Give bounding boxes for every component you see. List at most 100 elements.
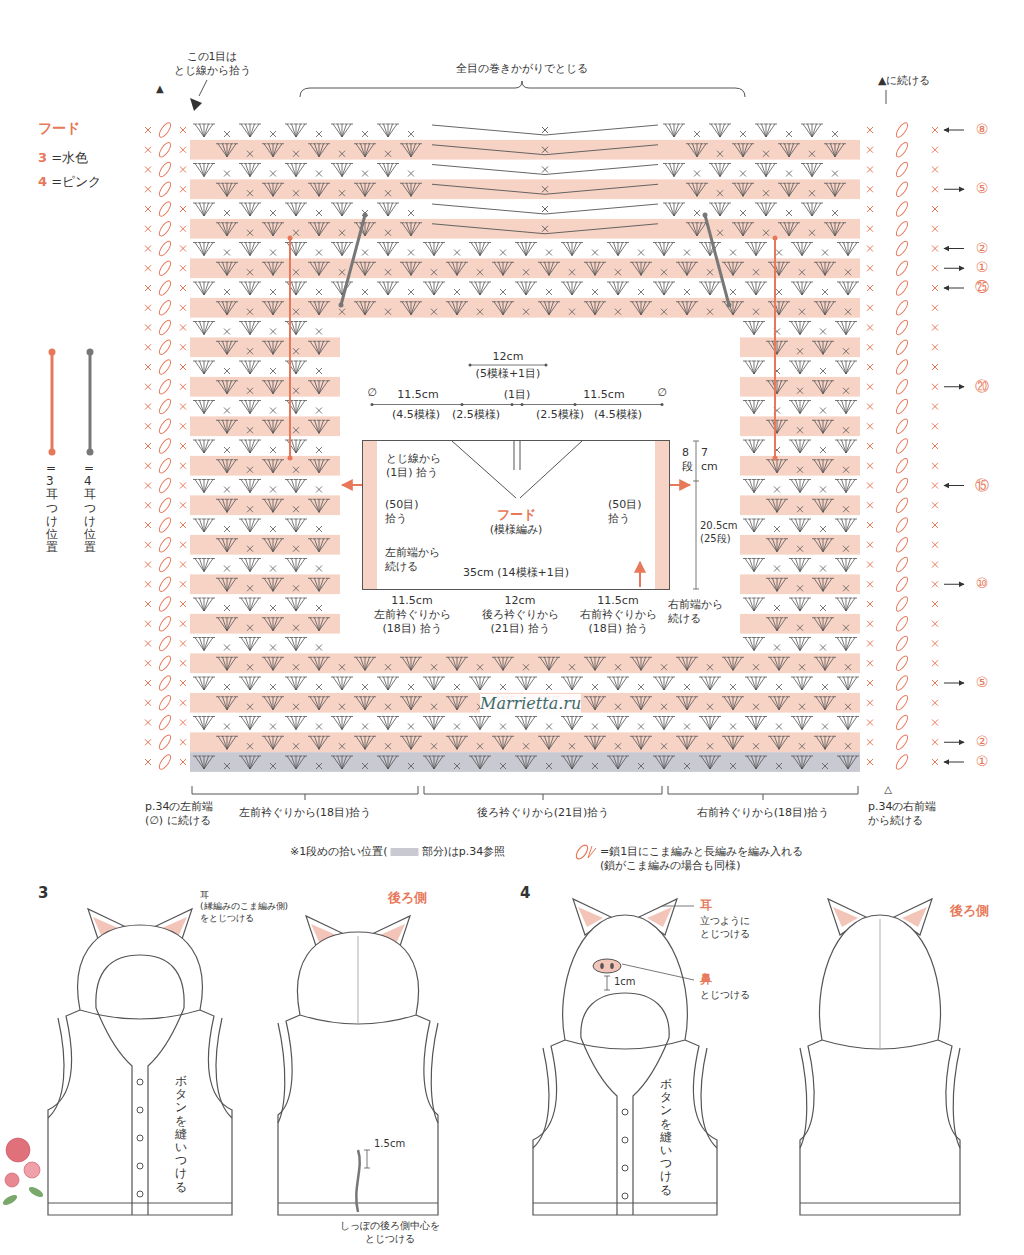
text-line: 右前衿ぐりから (580, 608, 657, 622)
annotation: ボタンを縫いつける (660, 1078, 672, 1197)
edge-stitch (145, 186, 938, 192)
row-band (740, 337, 860, 357)
shell-row (193, 322, 857, 335)
dimension: (2.5模様) (452, 408, 500, 422)
shell-row (193, 401, 857, 414)
annotation: 右前端から 続ける (668, 598, 723, 626)
chain-loop (157, 161, 172, 179)
dimension-tick (693, 481, 699, 482)
key-bar (89, 352, 92, 452)
text-line: 段 (682, 460, 693, 474)
decrease-line (432, 224, 658, 234)
edge-stitch (145, 246, 938, 252)
dimension: 1cm (614, 976, 636, 989)
annotation: ∅ (367, 386, 377, 400)
view-label: 後ろ側 (950, 903, 989, 919)
row-number: ⑧ (976, 121, 989, 139)
bracket (192, 786, 418, 800)
dimension: 12cm 後ろ衿ぐりから (21目) 拾う (482, 594, 559, 635)
row-arrow (944, 485, 964, 486)
chain-loop (157, 378, 172, 396)
key-bar (51, 352, 54, 452)
row-arrow (944, 762, 964, 763)
line-end (288, 456, 293, 461)
chain-loop (157, 694, 172, 712)
shell-row (193, 480, 857, 493)
row-number: ⑤ (976, 674, 989, 692)
edge-stitch (145, 542, 938, 548)
text-line: 続ける (385, 560, 440, 574)
hood (297, 932, 418, 1024)
flower (24, 1162, 40, 1178)
shell-row (216, 736, 851, 749)
text-line: 11.5cm (374, 594, 451, 608)
chain-loop (894, 674, 909, 692)
dimension: 12cm (493, 350, 524, 364)
dimension: 7 cm (701, 446, 718, 474)
dimension: 20.5cm (25段) (700, 520, 738, 545)
chain-loop (157, 417, 172, 435)
chain-loop (894, 180, 909, 198)
annotation: △ (884, 784, 892, 797)
chain-loop (894, 319, 909, 337)
row-band (190, 535, 340, 555)
shell-row (216, 420, 849, 433)
text-line: 12cm (482, 594, 559, 608)
button (622, 1165, 628, 1171)
edge-stitch (145, 443, 938, 449)
dimension-tick (693, 589, 699, 590)
chain-loop (157, 141, 172, 159)
color-key: 4 =ピンク (38, 174, 101, 190)
chain-loop (894, 240, 909, 258)
row-number: ⑩ (976, 575, 989, 593)
hem-band (48, 1202, 232, 1203)
dimension: 35cm (14模様+1目) (463, 566, 569, 580)
armhole-band (953, 1048, 960, 1148)
row-band (190, 337, 340, 357)
text-line: 拾う (608, 512, 642, 526)
chain-loop (157, 477, 172, 495)
figure-number: 3 (38, 884, 48, 903)
annotation: 左前衿ぐりから(18目)拾う (239, 806, 372, 820)
chain-loop (157, 635, 172, 653)
direction-arrow (639, 562, 641, 587)
button (137, 1191, 143, 1197)
bracket (424, 786, 662, 800)
edge-stitch (145, 680, 938, 686)
color-key: 3 =水色 (38, 150, 88, 166)
row-band (740, 574, 860, 594)
row-arrow (944, 742, 964, 743)
pickup-band (655, 441, 669, 589)
edge-stitch (145, 285, 938, 291)
line-end (49, 349, 56, 356)
chain-loop (894, 161, 909, 179)
edge-stitch (145, 739, 938, 745)
chain-loop (157, 674, 172, 692)
edge-stitch (145, 641, 938, 647)
garment-illustrations (1, 899, 960, 1215)
row-band (740, 456, 860, 476)
decrease-line (432, 184, 658, 194)
shell-row (216, 144, 846, 157)
row-band (190, 732, 860, 752)
chain-loop (894, 595, 909, 613)
armhole-band (278, 1023, 285, 1123)
row-arrow (944, 248, 964, 249)
pointer (190, 98, 202, 111)
neck-shaping (452, 441, 582, 498)
dimension: 11.5cm (583, 388, 624, 402)
chain-loop (894, 378, 909, 396)
line-end (87, 349, 94, 356)
row-number: ② (976, 733, 989, 751)
chain-loop (894, 437, 909, 455)
button (137, 1135, 143, 1141)
chain-loop (157, 180, 172, 198)
chain-loop (157, 496, 172, 514)
text-line: とじ線から (386, 452, 441, 466)
chain-loop (157, 358, 172, 376)
annotation: しっぽの後ろ側中心を とじつける (340, 1220, 440, 1245)
dimension-line (364, 1150, 370, 1168)
text-line: をとじつける (200, 913, 288, 924)
heading: フード (38, 120, 80, 138)
button (137, 1163, 143, 1169)
